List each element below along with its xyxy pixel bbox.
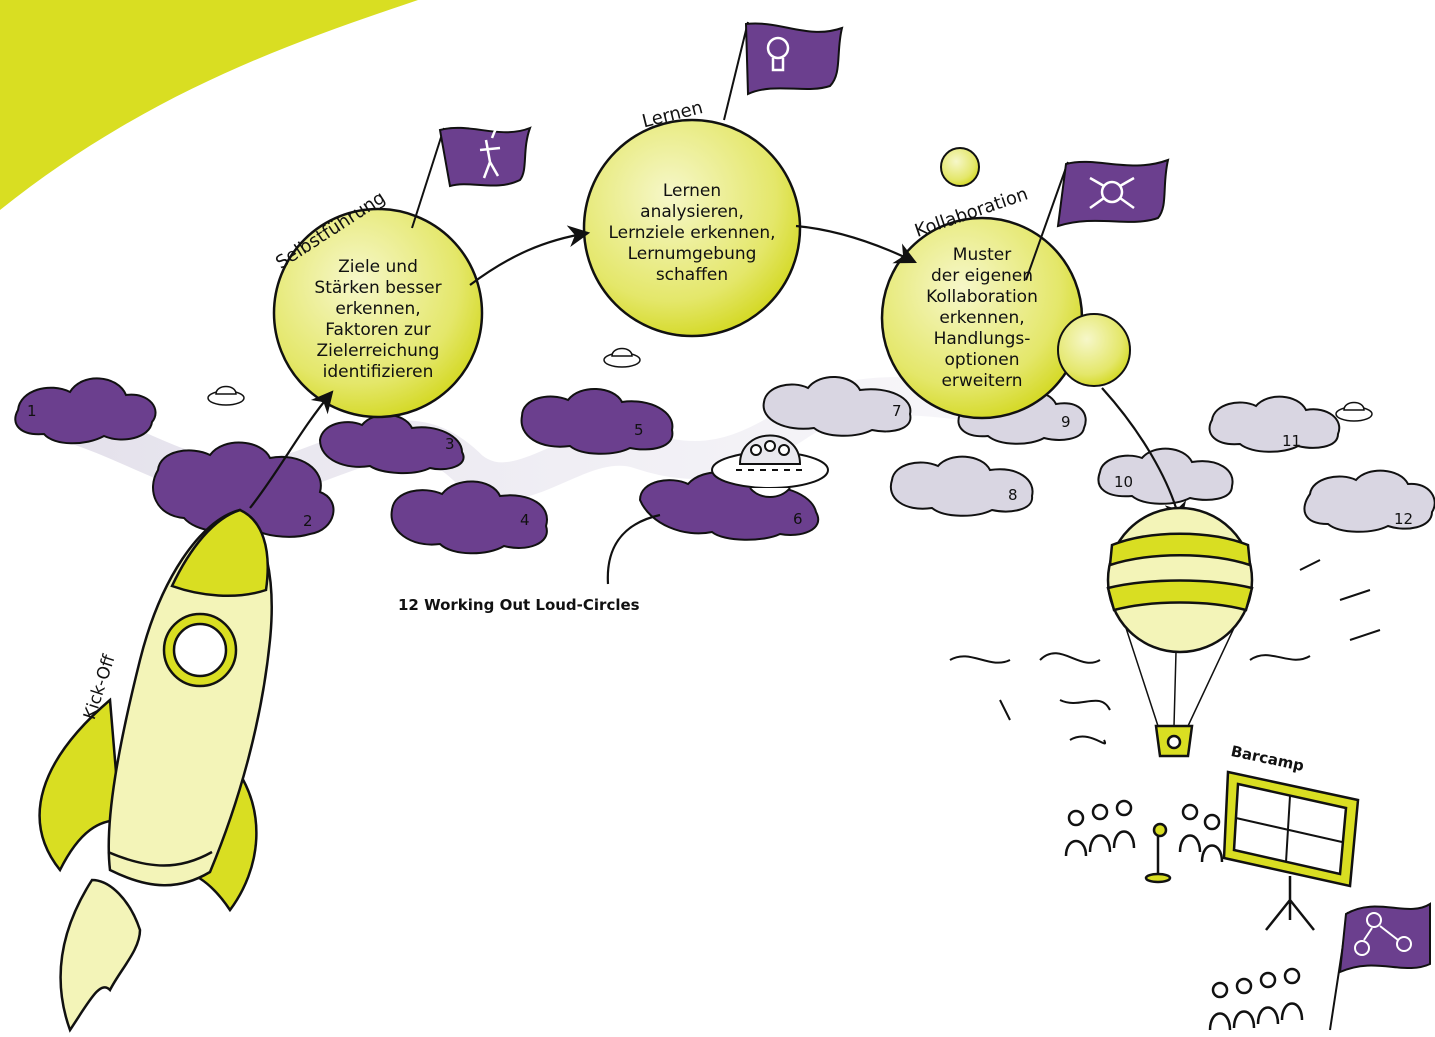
ufo-small-3-icon <box>1335 401 1373 422</box>
circle-number-1: 1 <box>27 402 37 420</box>
cloud-8 <box>889 455 1034 517</box>
rocket-flame <box>59 878 142 1033</box>
people-audience-bottom <box>1208 967 1304 1031</box>
circles-caption: 12 Working Out Loud-Circles <box>398 596 640 614</box>
cloud-1 <box>14 377 157 445</box>
ufo-small-2-icon <box>603 347 641 368</box>
lightbulb-icon <box>766 36 790 72</box>
flag-selbstfuehrung <box>411 102 532 229</box>
cloud-11 <box>1208 395 1341 453</box>
network-people-icon <box>1354 912 1412 956</box>
circle-number-7: 7 <box>892 402 902 420</box>
rocket-fin-left <box>38 697 122 873</box>
rocket-nose <box>170 508 269 598</box>
microphone-icon <box>1144 822 1172 884</box>
circle-number-4: 4 <box>520 511 530 529</box>
rocket <box>38 508 273 1033</box>
cloud-10 <box>1097 447 1234 505</box>
circle-number-10: 10 <box>1114 473 1134 491</box>
rocket-body <box>107 508 273 887</box>
yellow-swoosh <box>0 0 418 210</box>
circle-number-11: 11 <box>1282 432 1302 450</box>
ufo-small-1-icon <box>207 385 245 406</box>
circle-number-6: 6 <box>793 510 803 528</box>
rocket-window-inner <box>172 622 228 678</box>
cloud-5 <box>520 387 674 455</box>
small-planet-top <box>940 147 980 187</box>
cloud-2 <box>152 441 335 538</box>
arrow-selbst-to-lernen <box>469 225 591 286</box>
superhero-icon <box>479 102 527 179</box>
arrow-lernen-to-kollab <box>795 224 917 264</box>
small-planet-right <box>1057 313 1131 387</box>
circle-number-3: 3 <box>445 435 455 453</box>
cloud-4 <box>390 480 548 555</box>
hot-air-balloon <box>1106 506 1254 758</box>
circle-number-12: 12 <box>1394 510 1414 528</box>
flag-lernen <box>723 21 844 121</box>
people-audience-left <box>1064 799 1224 863</box>
circle-number-2: 2 <box>303 512 313 530</box>
arrow-kickoff-to-selbst <box>249 390 334 509</box>
circle-number-9: 9 <box>1061 413 1071 431</box>
flag-barcamp <box>1329 902 1431 1031</box>
caption-pointer <box>606 513 661 585</box>
station-text-selbstfuehrung: Ziele und Stärken besser erkennen, Fakto… <box>314 257 442 382</box>
joined-hands-icon <box>1089 176 1135 210</box>
flag-kollaboration <box>1025 158 1170 281</box>
circle-number-8: 8 <box>1008 486 1018 504</box>
cloud-3 <box>318 413 465 475</box>
station-text-lernen: Lernen analysieren, Lernziele erkennen, … <box>608 181 776 285</box>
station-circle-selbstfuehrung <box>272 207 484 419</box>
scribbles <box>949 559 1381 745</box>
cloud-12 <box>1303 469 1435 533</box>
ufo-large-icon <box>711 434 829 498</box>
circle-number-5: 5 <box>634 421 644 439</box>
station-text-kollaboration: Muster der eigenen Kollaboration erkenne… <box>926 245 1038 391</box>
cloud-7 <box>762 375 912 437</box>
barcamp-screen <box>1222 770 1360 931</box>
